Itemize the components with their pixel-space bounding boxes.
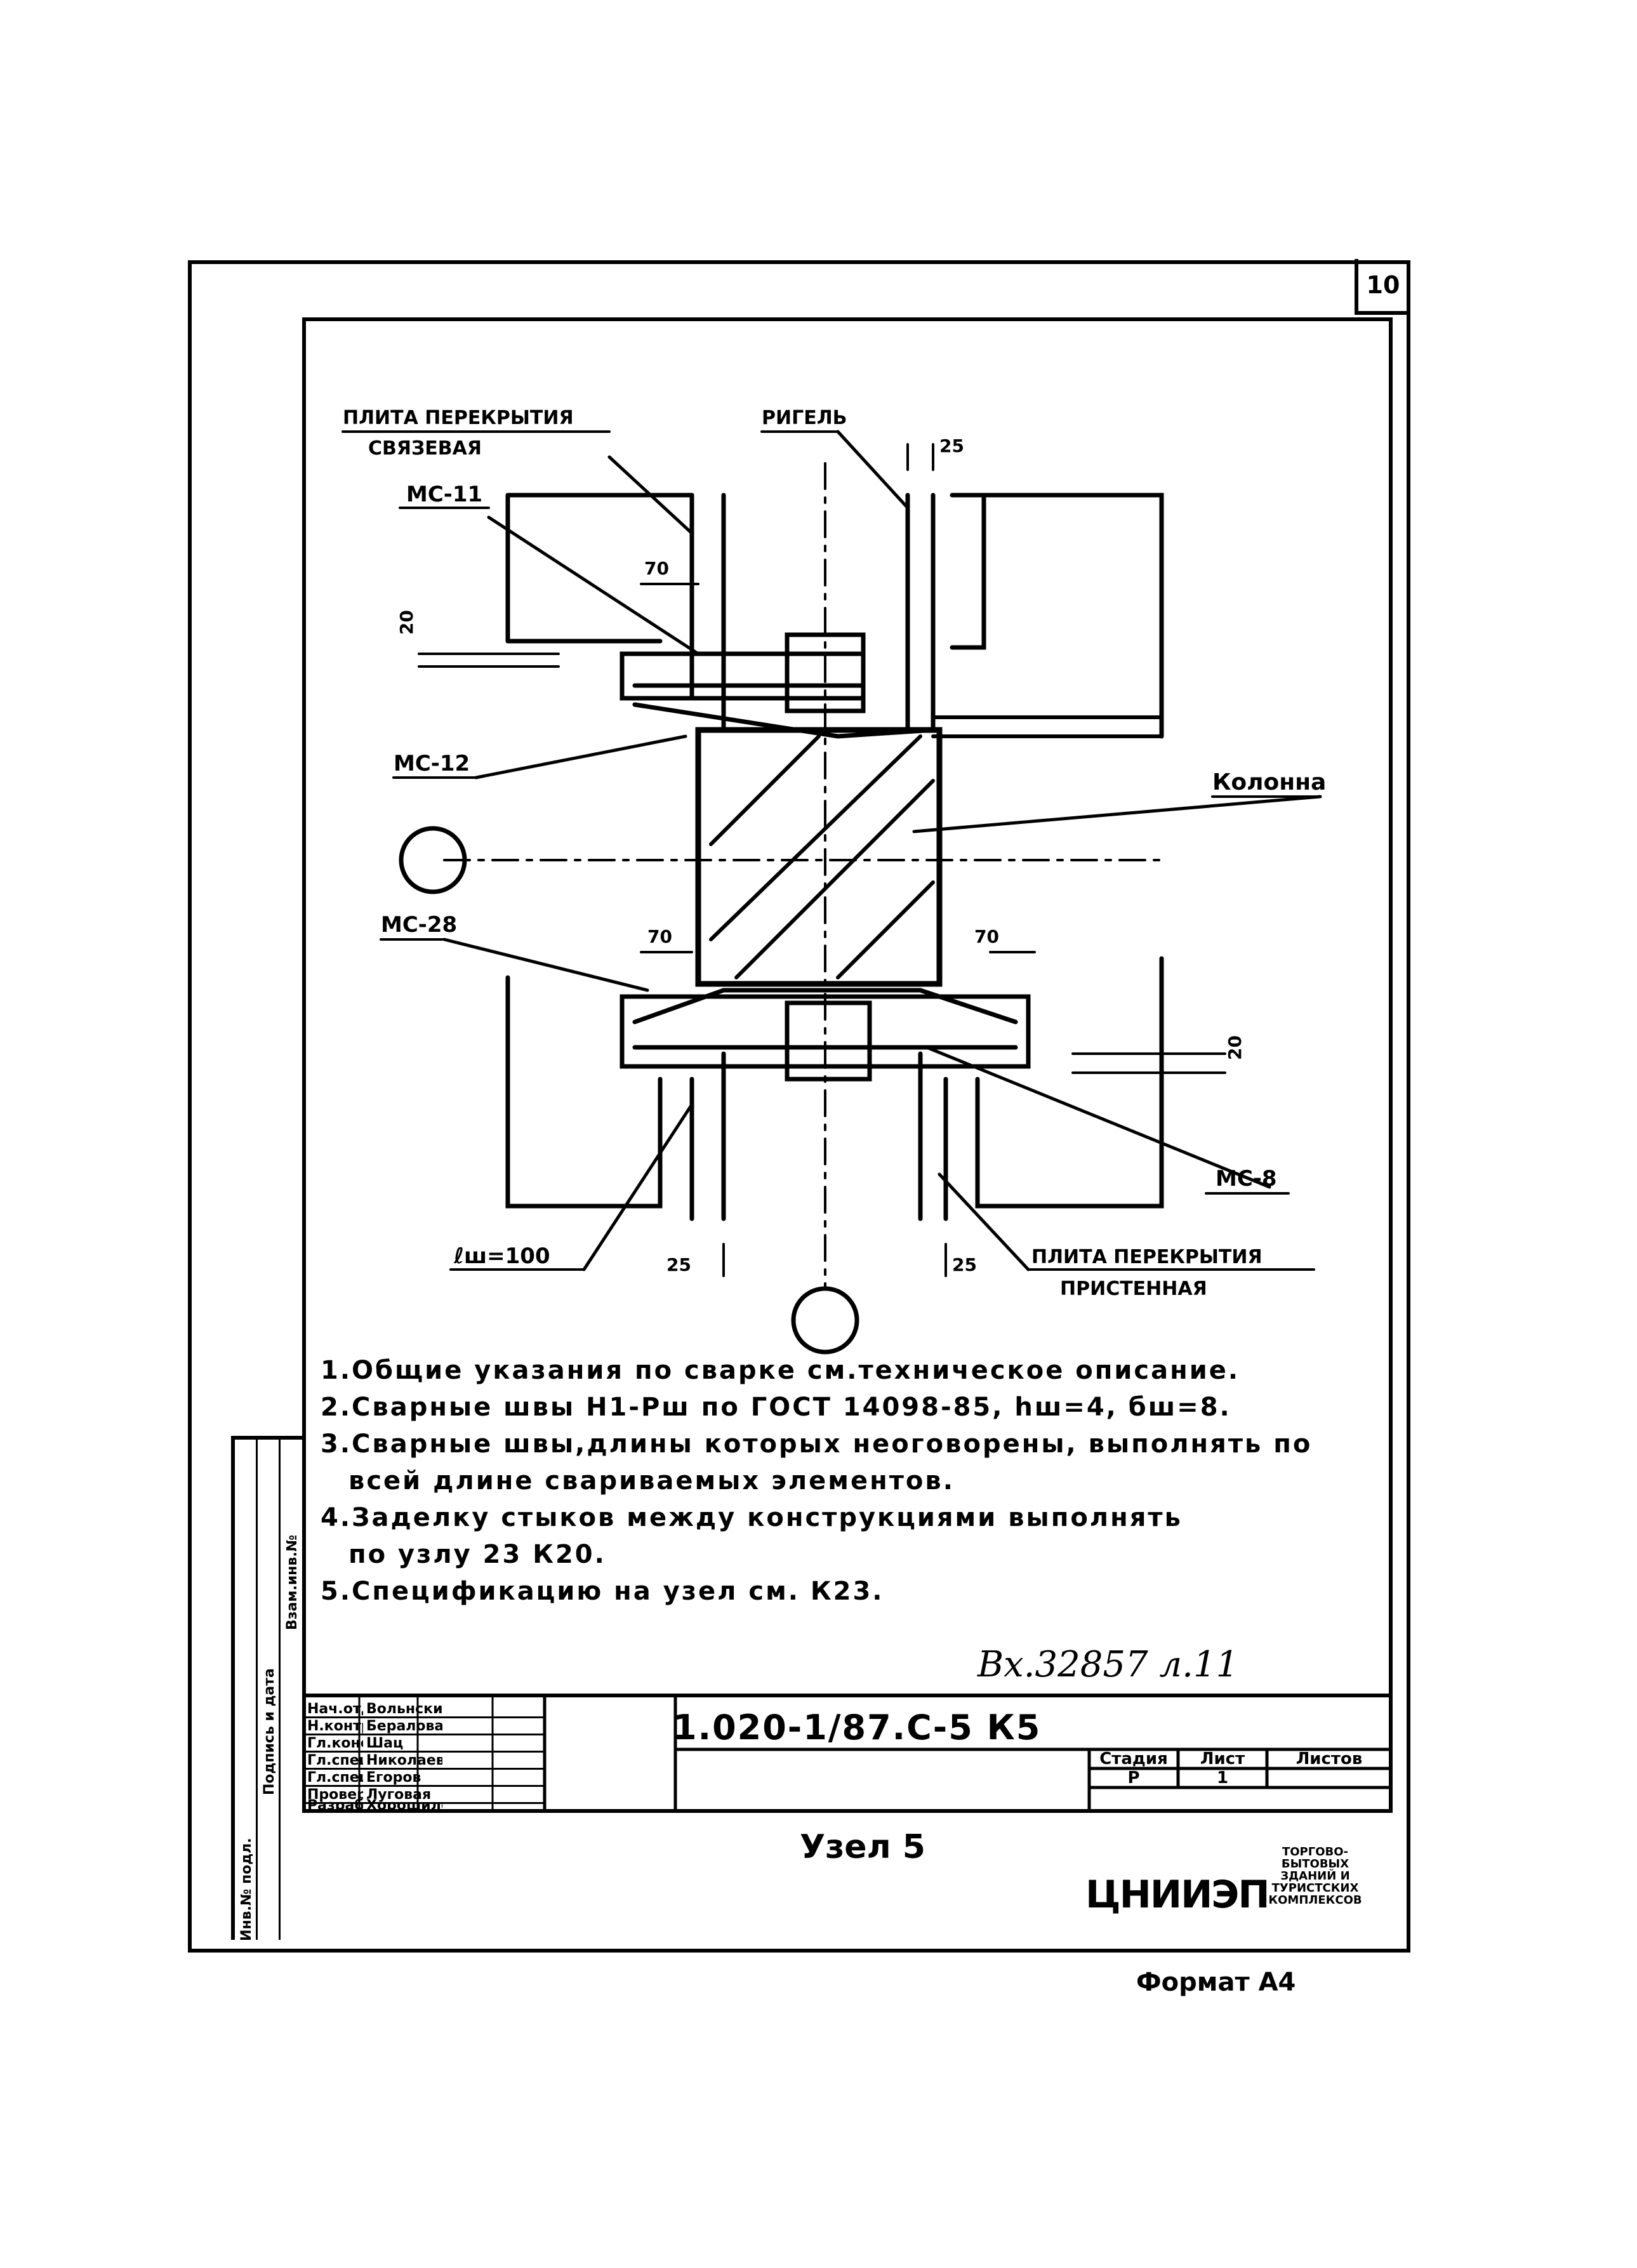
- sig-name-4: Николаева: [366, 1753, 442, 1768]
- bottom-insert: [785, 1000, 872, 1082]
- note-1: 1.Общие указания по сварке см.техническо…: [321, 1356, 1240, 1385]
- sig-role-4: Гл.спец.: [307, 1753, 363, 1768]
- sig-name-6: Луговая: [366, 1787, 432, 1803]
- note-4-cont: по узлу 23 К20.: [348, 1540, 606, 1569]
- top-bar: [632, 683, 936, 739]
- org-description: ТОРГОВО-БЫТОВЫХ ЗДАНИЙ И ТУРИСТСКИХ КОМП…: [1268, 1845, 1362, 1907]
- dim-20-top-text: 20: [396, 610, 417, 635]
- title-block: Нач.отд.Вольнский Н.контр.Бералова Гл.ко…: [302, 1694, 1393, 1814]
- label-mc8: МС-8: [1216, 1166, 1277, 1191]
- axis-bubble-bottom: [791, 1286, 859, 1355]
- dim-20-right: [1071, 1052, 1226, 1074]
- title-block-grid: [358, 1694, 1393, 1813]
- sig-role-7: Разраб.: [307, 1798, 363, 1814]
- leader-mc11: [487, 515, 700, 656]
- leader-lsh: [582, 1103, 694, 1271]
- leader-mc28: [442, 938, 649, 992]
- note-3: 3.Сварные швы,длины которых неоговорены,…: [321, 1429, 1313, 1459]
- leader-mc8: [925, 1045, 1271, 1189]
- sheets-header: Листов: [1296, 1749, 1363, 1768]
- leader-rigel: [836, 430, 910, 510]
- sig-name-5: Егоров: [366, 1770, 421, 1786]
- stage-header: Стадия: [1099, 1749, 1168, 1768]
- drawing-frame: [302, 317, 1393, 1813]
- label-plate-tie-1: ПЛИТА ПЕРЕКРЫТИЯ: [343, 407, 574, 429]
- sig-role-2: Н.контр.: [307, 1718, 363, 1734]
- format-label: Формат А4: [1136, 1968, 1296, 1997]
- sig-role-6: Провер.: [307, 1787, 363, 1803]
- dim-20-right-text: 20: [1224, 1035, 1245, 1060]
- sig-name-3: Шац: [366, 1735, 404, 1751]
- note-2: 2.Сварные швы Н1-Рш по ГОСТ 14098-85, hш…: [321, 1393, 1231, 1422]
- label-mc12: МС-12: [394, 751, 470, 776]
- leader-plate-wall: [938, 1172, 1030, 1271]
- slab-bottom-right: [975, 956, 1164, 1209]
- label-lsh: ℓш=100: [453, 1243, 550, 1269]
- dim-20-top: [418, 653, 560, 668]
- sheet-header: Лист: [1200, 1749, 1245, 1768]
- stage-value: Р: [1127, 1768, 1140, 1787]
- leader-plate-tie: [607, 455, 694, 535]
- column-body: [695, 727, 943, 987]
- slab-bottom-left: [505, 975, 663, 1209]
- label-mc11: МС-11: [406, 482, 482, 507]
- sig-name-1: Вольнский: [366, 1701, 442, 1717]
- doc-code: 1.020-1/87.С-5 К5: [673, 1708, 1042, 1747]
- sig-role-5: Гл.спец.: [307, 1770, 363, 1786]
- sig-role-3: Гл.конс.: [307, 1735, 363, 1751]
- sig-role-1: Нач.отд.: [307, 1701, 363, 1717]
- label-plate-wall-1: ПЛИТА ПЕРЕКРЫТИЯ: [1031, 1246, 1263, 1268]
- dim-70-bl: 70: [647, 926, 672, 947]
- rigel-flange: [931, 715, 1163, 738]
- column-hatch: [709, 734, 935, 979]
- archive-number: Вх.32857 л.11: [978, 1644, 1239, 1685]
- label-rigel: РИГЕЛЬ: [762, 407, 847, 429]
- side-strip: Инв.№ подл. Подпись и дата Взам.инв.№: [231, 1436, 302, 1941]
- dim-marks: [640, 443, 1036, 1277]
- dim-70-top: 70: [644, 558, 669, 579]
- side-sign: Подпись и дата: [262, 1668, 277, 1795]
- label-plate-wall-2: ПРИСТЕННАЯ: [1060, 1278, 1207, 1300]
- side-replace: Взам.инв.№: [284, 1534, 300, 1630]
- leader-column: [912, 795, 1322, 833]
- slab-top-left: [505, 493, 694, 644]
- note-4: 4.Заделку стыков между конструкциями вып…: [321, 1503, 1183, 1532]
- note-3-cont: всей длине свариваемых элементов.: [348, 1466, 955, 1495]
- drawing-title: Узел 5: [800, 1828, 925, 1866]
- dim-25-br: 25: [952, 1254, 977, 1275]
- label-column: Колонна: [1212, 769, 1326, 795]
- sheet-value: 1: [1216, 1768, 1229, 1787]
- axis-bubble-left: [399, 826, 467, 894]
- outer-frame: [188, 260, 1410, 1953]
- slab-top-right: [950, 493, 1164, 739]
- side-inv: Инв.№ подл.: [239, 1838, 255, 1941]
- label-plate-tie-2: СВЯЗЕВАЯ: [368, 437, 482, 460]
- rigel-left-wall: [689, 493, 726, 1221]
- sig-name-7: Хорошилова: [366, 1798, 442, 1814]
- dim-25-bl: 25: [666, 1254, 691, 1275]
- sig-name-2: Бералова: [366, 1718, 442, 1734]
- org-name: ЦНИИЭП: [1085, 1873, 1270, 1917]
- top-plate: [620, 651, 866, 701]
- dim-25-top: 25: [939, 435, 964, 456]
- sheet-number: 10: [1355, 259, 1408, 315]
- label-mc28: МС-28: [381, 912, 457, 938]
- notes: 1.Общие указания по сварке см.техническо…: [321, 1352, 1336, 1610]
- rigel-right-wall: [905, 493, 948, 1221]
- note-5: 5.Спецификацию на узел см. К23.: [321, 1577, 884, 1606]
- leader-mc12: [474, 734, 687, 779]
- dim-70-br: 70: [974, 926, 999, 947]
